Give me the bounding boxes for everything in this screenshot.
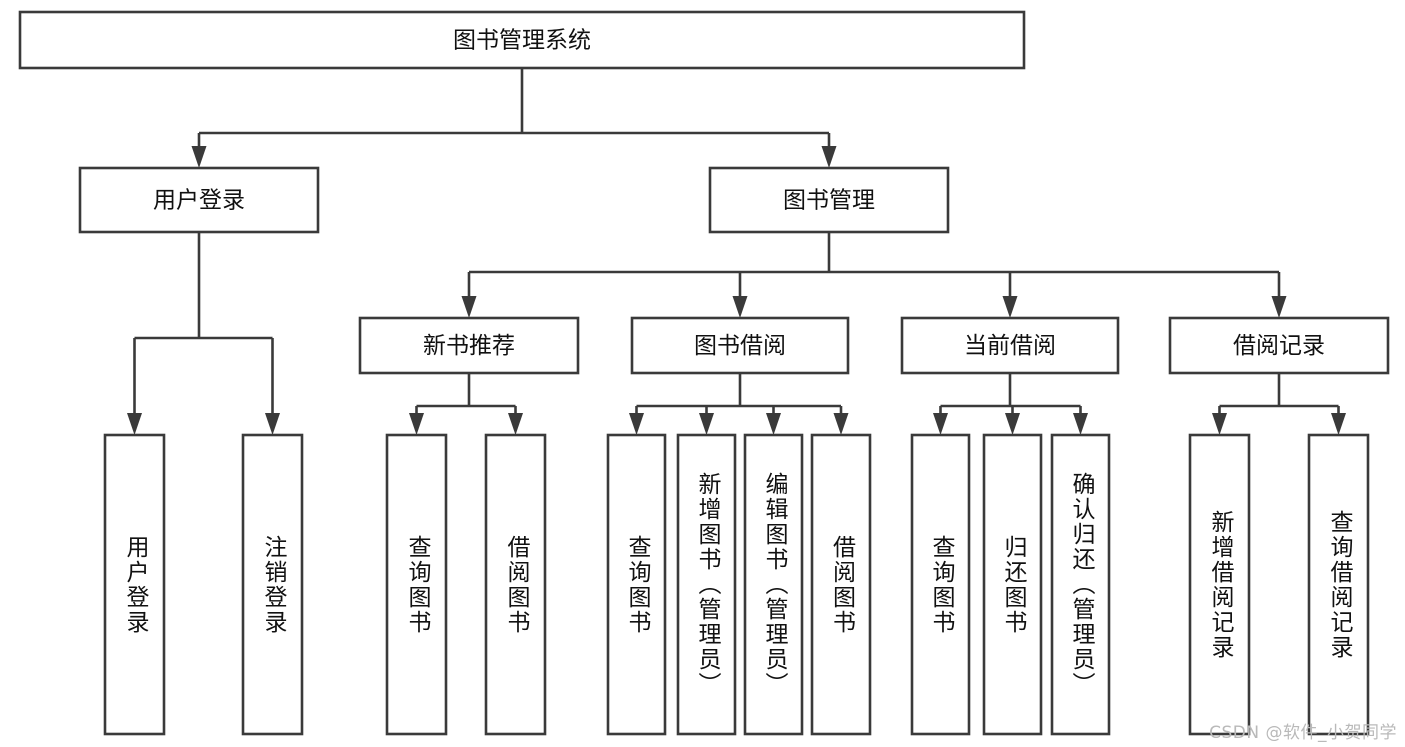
图书借阅-to-leaf-arrowhead [766, 413, 781, 435]
leaf-node-box[interactable] [810, 433, 872, 736]
借阅记录-to-leaf-arrowhead [1331, 413, 1346, 435]
图书借阅-to-leaf-arrowhead [629, 413, 644, 435]
level3-node-借阅记录-box[interactable] [1168, 316, 1390, 375]
level3-node-当前借阅-label: 当前借阅 [964, 333, 1056, 359]
level2-node-图书管理-box[interactable] [708, 166, 950, 234]
leaf-node-box[interactable] [982, 433, 1043, 736]
leaf-node-box[interactable] [241, 433, 304, 736]
level3-node-借阅记录-label: 借阅记录 [1233, 333, 1325, 359]
level3-node-图书借阅-label: 图书借阅 [694, 333, 786, 359]
watermark: CSDN @软件_小贺同学 [1209, 723, 1397, 743]
leaf-node-box[interactable] [1050, 433, 1111, 736]
level3-node-新书推荐-box[interactable] [358, 316, 580, 375]
root-node-box[interactable] [18, 10, 1026, 70]
当前借阅-to-leaf-arrowhead [1073, 413, 1088, 435]
connector-layer [127, 68, 1346, 435]
level3-node-当前借阅-box[interactable] [900, 316, 1120, 375]
level3-node-新书推荐-label: 新书推荐 [423, 333, 515, 359]
当前借阅-to-leaf-arrowhead [1005, 413, 1020, 435]
leaf-node-box[interactable] [385, 433, 448, 736]
mgmt-to-新书推荐-arrowhead [461, 296, 477, 318]
借阅记录-to-leaf-arrowhead [1212, 413, 1227, 435]
用户登录-to-leaf-arrowhead [127, 413, 142, 435]
leaf-node-box[interactable] [484, 433, 547, 736]
root-node-label: 图书管理系统 [453, 28, 591, 54]
leaf-node-box[interactable] [103, 433, 166, 736]
level2-node-用户登录-label: 用户登录 [153, 188, 245, 214]
node-box-layer [18, 10, 1390, 736]
root-to-图书管理-arrowhead [821, 146, 837, 168]
新书推荐-to-leaf-arrowhead [409, 413, 424, 435]
mgmt-to-图书借阅-arrowhead [732, 296, 748, 318]
level2-node-用户登录-box[interactable] [78, 166, 320, 234]
leaf-node-box[interactable] [1188, 433, 1251, 736]
新书推荐-to-leaf-arrowhead [508, 413, 523, 435]
leaf-node-box[interactable] [1307, 433, 1370, 736]
leaf-node-box[interactable] [743, 433, 804, 736]
图书借阅-to-leaf-arrowhead [833, 413, 849, 435]
图书借阅-to-leaf-arrowhead [699, 413, 714, 435]
level3-node-图书借阅-box[interactable] [630, 316, 850, 375]
mgmt-to-当前借阅-arrowhead [1002, 296, 1018, 318]
root-to-用户登录-arrowhead [191, 146, 207, 168]
用户登录-to-leaf-arrowhead [265, 413, 280, 435]
level2-node-图书管理-label: 图书管理 [783, 188, 875, 214]
leaf-node-box[interactable] [676, 433, 737, 736]
当前借阅-to-leaf-arrowhead [933, 413, 948, 435]
leaf-node-box[interactable] [606, 433, 667, 736]
leaf-node-box[interactable] [910, 433, 971, 736]
mgmt-to-借阅记录-arrowhead [1271, 296, 1287, 318]
